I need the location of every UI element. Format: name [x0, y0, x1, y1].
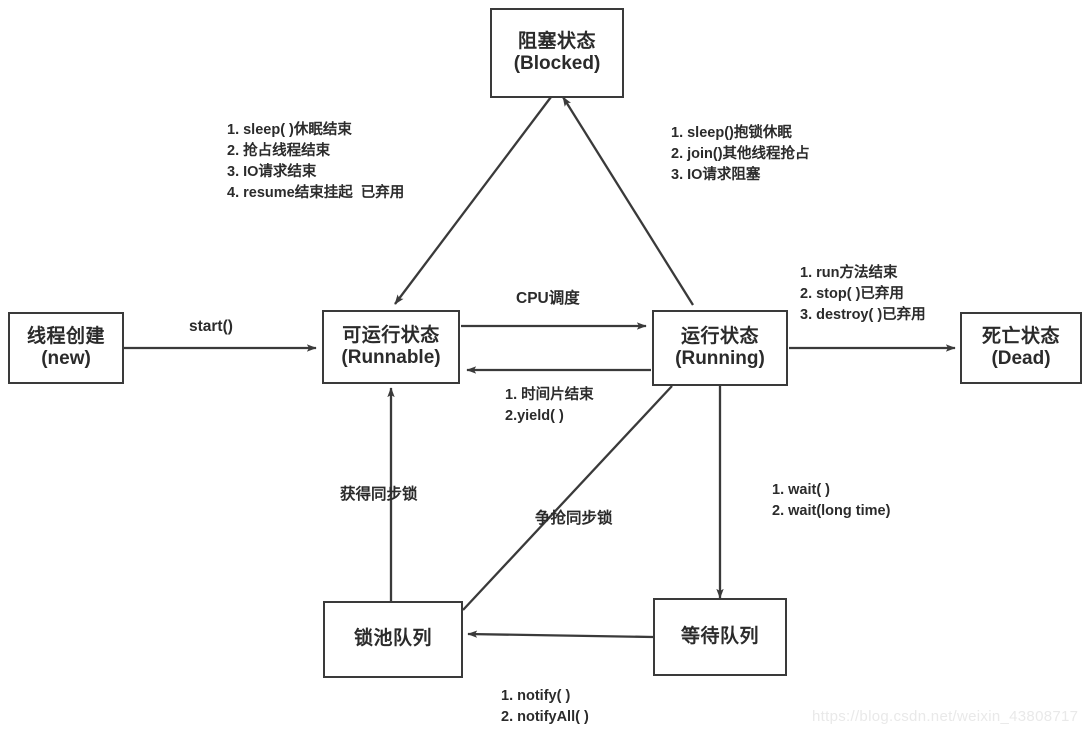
watermark: https://blog.csdn.net/weixin_43808717	[812, 708, 1079, 725]
node-runnable[interactable]: 可运行状态 (Runnable)	[322, 310, 460, 384]
edge-blocked-to-runnable	[394, 96, 552, 305]
node-waitqueue-line1: 等待队列	[680, 625, 759, 647]
node-blocked-line2: (Blocked)	[513, 53, 601, 74]
label-runnable-to-running: CPU调度	[516, 290, 580, 307]
node-lockpool-line1: 锁池队列	[353, 628, 432, 650]
label-lockpool-to-running: 争抢同步锁	[535, 510, 613, 527]
node-dead-line2: (Dead)	[991, 348, 1051, 369]
node-runnable-line1: 可运行状态	[342, 324, 440, 346]
node-blocked[interactable]: 阻塞状态 (Blocked)	[490, 8, 624, 98]
node-dead[interactable]: 死亡状态 (Dead)	[960, 312, 1082, 384]
node-blocked-line1: 阻塞状态	[517, 30, 596, 52]
node-running-line2: (Running)	[675, 348, 765, 369]
node-lockpool[interactable]: 锁池队列	[323, 601, 463, 678]
node-new[interactable]: 线程创建 (new)	[8, 312, 124, 384]
label-running-to-runnable: 1. 时间片结束 2.yield( )	[505, 387, 594, 425]
label-running-to-dead: 1. run方法结束 2. stop( )已弃用 3. destroy( )已弃…	[800, 265, 926, 324]
label-running-to-blocked: 1. sleep()抱锁休眠 2. join()其他线程抢占 3. IO请求阻塞	[671, 125, 810, 184]
label-blocked-to-runnable: 1. sleep( )休眠结束 2. 抢占线程结束 3. IO请求结束 4. r…	[227, 122, 405, 202]
label-new-to-runnable: start()	[189, 318, 233, 335]
node-dead-line1: 死亡状态	[981, 325, 1060, 347]
label-waitqueue-to-lockpool: 1. notify( ) 2. notifyAll( )	[501, 688, 589, 726]
node-running[interactable]: 运行状态 (Running)	[652, 310, 788, 386]
edge-lockpool-to-running	[462, 385, 673, 611]
edge-running-to-blocked	[562, 96, 694, 306]
label-running-to-waitqueue: 1. wait( ) 2. wait(long time)	[772, 482, 891, 520]
edge-waitqueue-to-lockpool	[467, 630, 654, 639]
node-new-line1: 线程创建	[26, 325, 105, 347]
node-waitqueue[interactable]: 等待队列	[653, 598, 787, 676]
node-new-line2: (new)	[41, 348, 91, 369]
node-running-line1: 运行状态	[680, 325, 759, 347]
label-lockpool-to-runnable: 获得同步锁	[340, 486, 418, 503]
node-runnable-line2: (Runnable)	[341, 347, 441, 368]
